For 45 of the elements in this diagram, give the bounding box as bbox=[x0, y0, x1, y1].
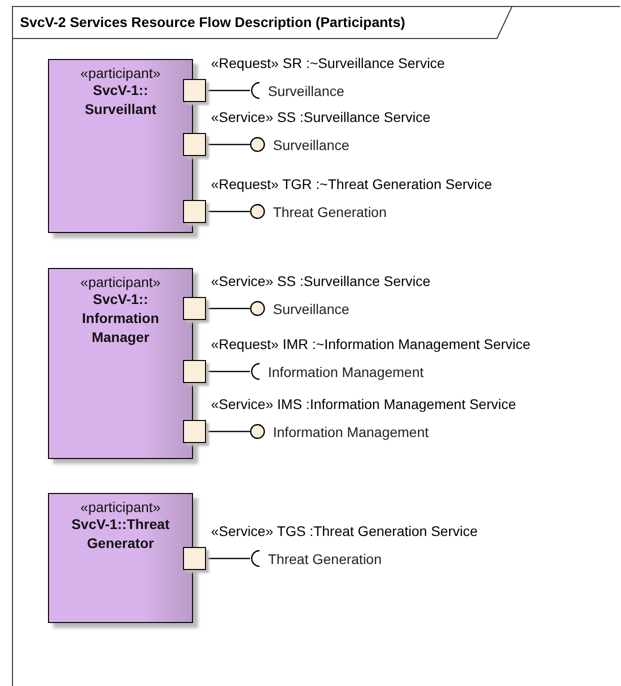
connector-line bbox=[206, 430, 250, 432]
port-label: «Request» IMR :~Information Management Service bbox=[211, 336, 530, 352]
participant-box bbox=[48, 59, 193, 233]
required-interface-icon bbox=[250, 363, 260, 380]
provided-interface-icon bbox=[250, 204, 265, 219]
participant-name: SvcV-1:: Surveillant bbox=[84, 81, 158, 119]
stereotype-label: «participant» bbox=[79, 65, 162, 81]
connector-line bbox=[206, 144, 250, 146]
participant-name: SvcV-1::Threat Generator bbox=[70, 515, 171, 553]
port-square bbox=[183, 420, 206, 443]
port-square bbox=[183, 200, 206, 223]
interface-label: Surveillance bbox=[268, 82, 344, 98]
port-square bbox=[183, 297, 206, 320]
port-label: «Service» SS :Surveillance Service bbox=[211, 109, 430, 125]
interface-label: Information Management bbox=[273, 424, 429, 440]
interface-label: Threat Generation bbox=[268, 550, 382, 566]
connector-line bbox=[206, 558, 250, 560]
connector-line bbox=[206, 210, 250, 212]
interface-label: Surveillance bbox=[273, 300, 350, 316]
interface-label: Surveillance bbox=[273, 136, 350, 152]
port-label: «Service» SS :Surveillance Service bbox=[211, 273, 430, 289]
port-square bbox=[183, 79, 206, 102]
port-label: «Service» TGS :Threat Generation Service bbox=[211, 523, 478, 539]
provided-interface-icon bbox=[250, 137, 265, 152]
provided-interface-icon bbox=[250, 301, 265, 316]
port-square bbox=[183, 547, 206, 570]
interface-label: Threat Generation bbox=[273, 204, 387, 220]
connector-line bbox=[206, 308, 250, 310]
connector-line bbox=[206, 90, 250, 92]
diagram-title: SvcV-2 Services Resource Flow Description (Participants) bbox=[20, 14, 406, 30]
connector-line bbox=[206, 370, 250, 372]
provided-interface-icon bbox=[250, 424, 265, 439]
port-square bbox=[183, 360, 206, 383]
port-label: «Request» TGR :~Threat Generation Service bbox=[211, 176, 492, 192]
port-label: «Service» IMS :Information Management Service bbox=[211, 396, 516, 412]
port-square bbox=[183, 133, 206, 156]
participant-box bbox=[48, 493, 193, 623]
required-interface-icon bbox=[250, 82, 260, 99]
required-interface-icon bbox=[250, 550, 260, 567]
interface-label: Information Management bbox=[268, 364, 424, 380]
stereotype-label: «participant» bbox=[79, 499, 162, 515]
participant-name: SvcV-1:: Information Manager bbox=[81, 290, 160, 347]
stereotype-label: «participant» bbox=[79, 274, 162, 290]
port-label: «Request» SR :~Surveillance Service bbox=[211, 55, 445, 71]
participant-box bbox=[48, 268, 193, 459]
